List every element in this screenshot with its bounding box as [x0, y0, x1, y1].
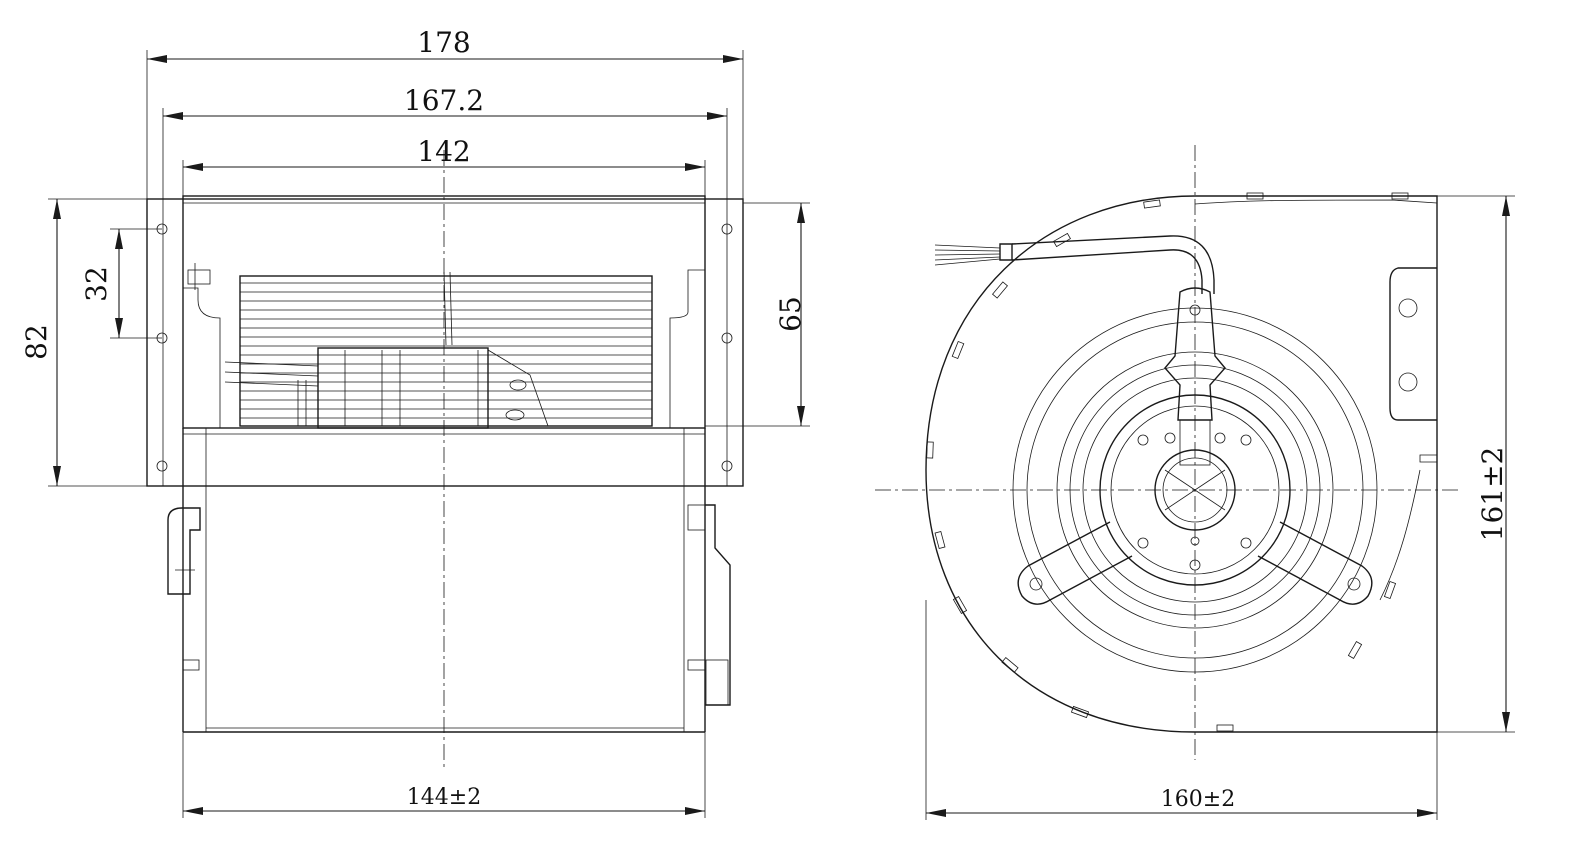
housing-clip — [991, 281, 1009, 299]
dimension-178-label: 178 — [417, 26, 470, 59]
dimension-82-label: 82 — [20, 324, 53, 360]
mounting-flange — [146, 198, 744, 487]
housing-clip — [951, 340, 965, 360]
housing-clip — [1053, 232, 1071, 248]
motor-clamp — [317, 347, 489, 429]
dimension-32: 32 — [80, 228, 162, 339]
dimension-144-label: 144±2 — [407, 785, 481, 810]
dimension-82: 82 — [20, 198, 147, 487]
support-arm-right — [1257, 521, 1373, 605]
housing-clip — [1070, 705, 1090, 719]
housing-clip — [1246, 192, 1264, 200]
dimension-65-label: 65 — [774, 296, 807, 332]
housing-clip — [926, 441, 934, 459]
housing-clip — [1383, 580, 1397, 600]
motor-fins — [239, 275, 653, 427]
housing-clip — [934, 531, 946, 549]
housing-clip — [1391, 192, 1409, 200]
housing-clip — [952, 596, 968, 614]
dimension-142-label: 142 — [417, 135, 470, 168]
dimension-32-label: 32 — [80, 266, 113, 302]
housing-clip — [1347, 641, 1363, 659]
housing-clip — [1001, 656, 1019, 674]
dimension-144: 144±2 — [182, 732, 706, 818]
housing-clips — [926, 192, 1409, 732]
dimension-167-2: 167.2 — [162, 84, 728, 199]
dimension-65: 65 — [705, 202, 810, 427]
blower-housing-side — [167, 428, 731, 733]
dimension-160-label: 160±2 — [1161, 787, 1235, 812]
mount-screws — [1137, 432, 1252, 571]
dimension-161: 161±2 — [1437, 195, 1515, 733]
dimension-160: 160±2 — [925, 600, 1438, 820]
housing-clip — [1143, 199, 1161, 209]
housing-clip — [1216, 724, 1234, 732]
dimension-178: 178 — [146, 26, 744, 199]
volute-housing — [925, 195, 1438, 733]
dimension-167-2-label: 167.2 — [404, 84, 484, 117]
support-arm-top — [934, 235, 1226, 466]
front-view: 161±2 160±2 — [875, 145, 1515, 820]
dimension-161-label: 161±2 — [1476, 447, 1509, 542]
side-view: 178 167.2 142 82 32 — [20, 26, 810, 818]
dimension-142: 142 — [182, 135, 706, 196]
support-arm-left — [1017, 521, 1133, 605]
